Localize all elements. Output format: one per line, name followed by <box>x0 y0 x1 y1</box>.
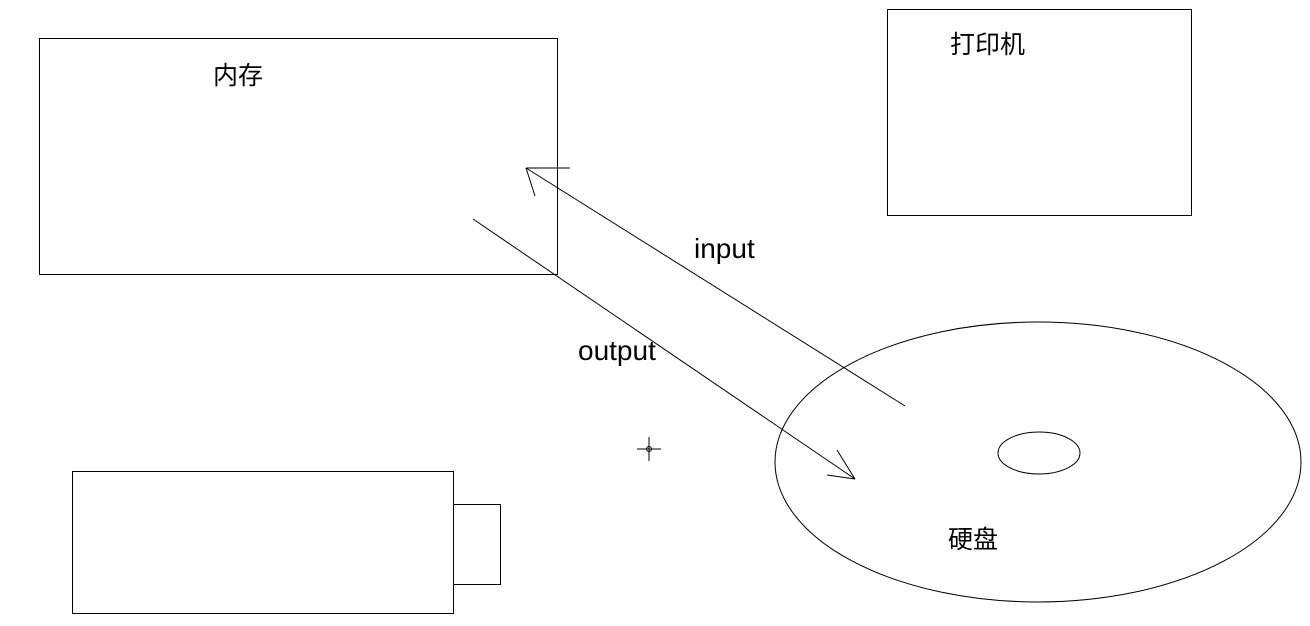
crosshair-cursor-icon <box>637 437 661 461</box>
input-arrow: input <box>525 167 906 407</box>
printer-label: 打印机 <box>950 30 1025 59</box>
hard-disk-platter <box>774 321 1302 603</box>
printer-box: 打印机 <box>887 9 1192 216</box>
output-arrow: output <box>472 218 856 480</box>
usb-drive-body <box>72 471 454 614</box>
memory-label: 内存 <box>213 61 263 90</box>
output-label: output <box>578 335 656 366</box>
memory-box: 内存 <box>39 38 558 275</box>
usb-drive <box>72 471 501 614</box>
hard-disk-label: 硬盘 <box>948 525 998 554</box>
hard-disk-spindle <box>997 431 1081 475</box>
usb-drive-connector <box>453 504 501 585</box>
hard-disk: 硬盘 <box>774 321 1302 603</box>
input-label: input <box>694 233 755 264</box>
